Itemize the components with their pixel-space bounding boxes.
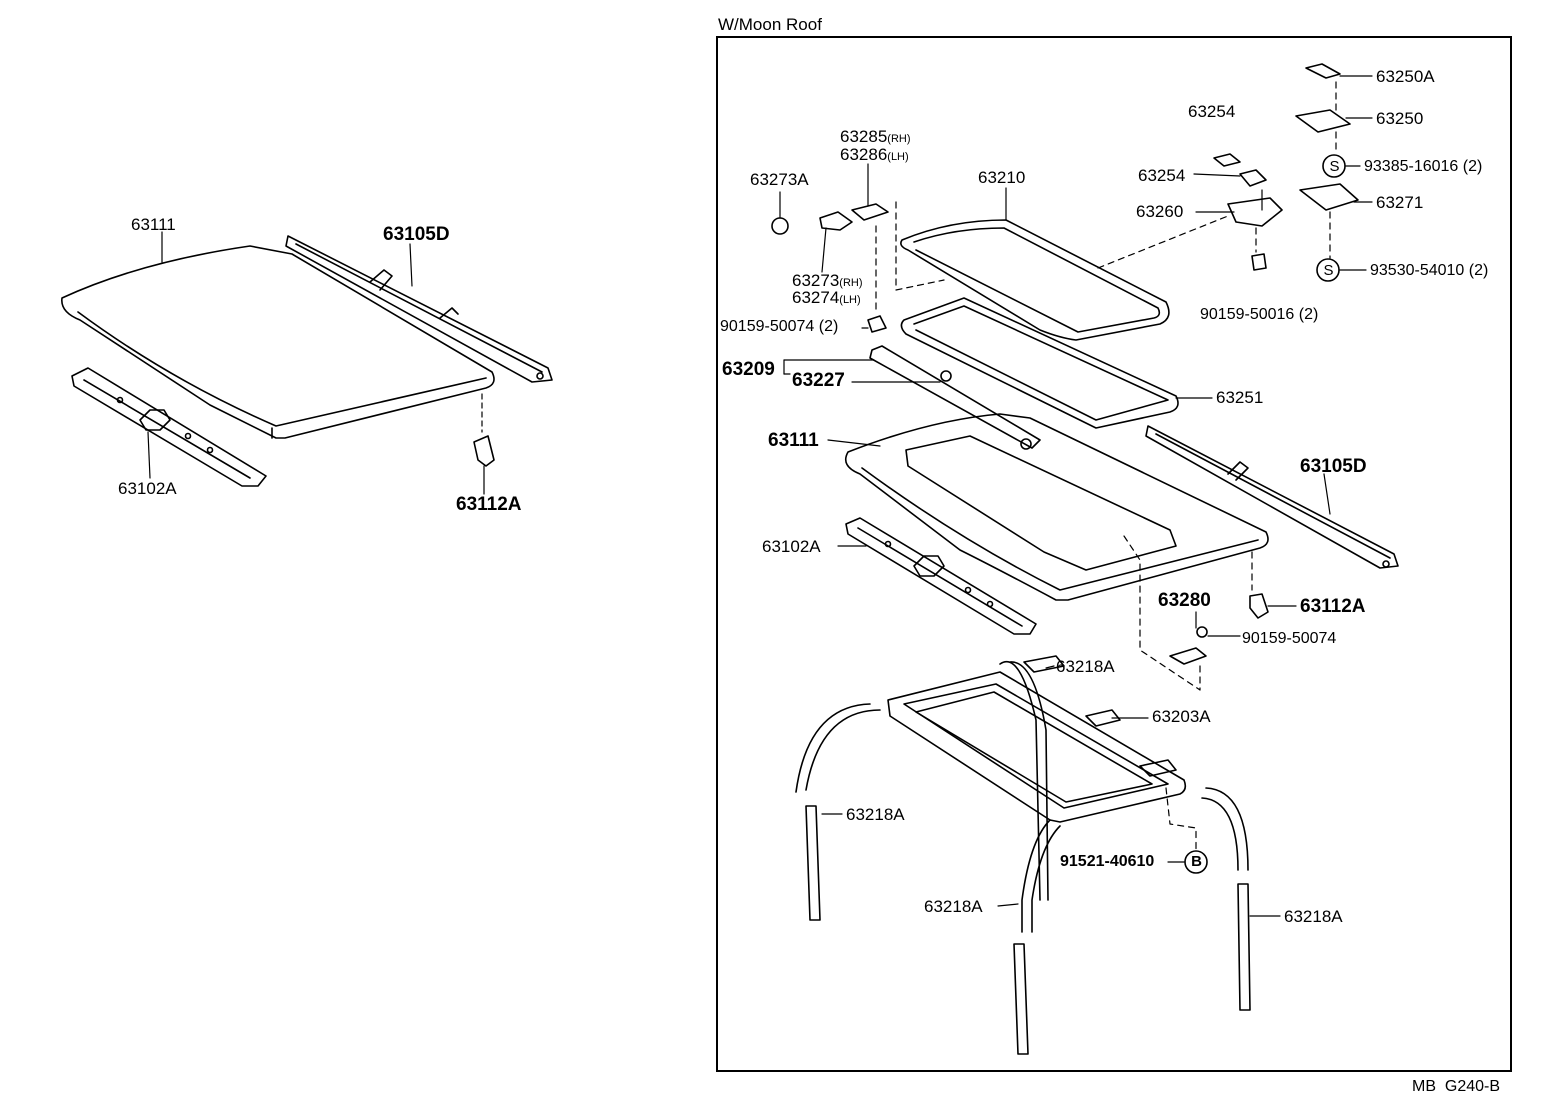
clip-63112A-left [474, 436, 494, 466]
label-63102A-right: 63102A [762, 537, 821, 556]
label-63227: 63227 [792, 370, 845, 391]
label-63254-top: 63254 [1188, 102, 1236, 121]
label-90159-50016: 90159-50016 (2) [1200, 306, 1319, 323]
leaders-left [148, 232, 484, 494]
label-63285-side: (RH) [887, 133, 911, 145]
label-90159-50074: 90159-50074 [1242, 630, 1337, 647]
symbol-s-2: S [1323, 262, 1334, 279]
label-63251: 63251 [1216, 388, 1264, 407]
label-63105D-left: 63105D [383, 224, 450, 245]
roof-rail-63105D-left [286, 236, 552, 382]
label-91521-40610: 91521-40610 [1060, 853, 1155, 870]
label-63250: 63250 [1376, 109, 1424, 128]
frame-63203A [888, 672, 1185, 822]
label-63218A-top: 63218A [1056, 657, 1115, 676]
seal-63251 [901, 298, 1178, 428]
roof-panel-63111-right [846, 414, 1268, 600]
label-63274: 63274(LH) [792, 289, 861, 309]
label-63111-left: 63111 [131, 215, 176, 234]
label-63218A-bottom: 63218A [924, 897, 983, 916]
label-90159-50074-2: 90159-50074 (2) [720, 318, 839, 335]
roof-rail-63105D-right [1146, 426, 1398, 568]
label-63254: 63254 [1138, 166, 1186, 185]
label-63286-side: (LH) [887, 151, 909, 163]
label-63105D-right: 63105D [1300, 456, 1367, 477]
label-63274-side: (LH) [839, 294, 861, 306]
label-93385-16016: 93385-16016 (2) [1364, 158, 1483, 175]
reference-code: MB G240-B [1412, 1078, 1501, 1095]
label-63271: 63271 [1376, 193, 1424, 212]
label-63273A: 63273A [750, 170, 809, 189]
section-title: W/Moon Roof [718, 15, 822, 34]
label-63285: 63285(RH) [840, 128, 911, 148]
label-63112A-left: 63112A [456, 494, 522, 515]
label-63218A-right: 63218A [1284, 907, 1343, 926]
moon-roof-frame [716, 36, 1512, 1072]
label-63111-right: 63111 [768, 430, 819, 451]
symbol-circles [1185, 155, 1345, 873]
roof-panel-63111-left [62, 246, 494, 438]
label-63274-number: 63274 [792, 288, 840, 307]
drain-hoses-63218A [796, 662, 1250, 1054]
label-63273: 63273(RH) [792, 272, 863, 292]
label-63112A-right: 63112A [1300, 596, 1366, 617]
label-63203A: 63203A [1152, 707, 1211, 726]
label-63209: 63209 [722, 359, 775, 380]
label-63285-number: 63285 [840, 127, 888, 146]
label-93530-54010: 93530-54010 (2) [1370, 262, 1489, 279]
bracket-63209 [870, 346, 1040, 449]
label-63286: 63286(LH) [840, 146, 909, 166]
label-63286-number: 63286 [840, 145, 888, 164]
label-63102A-left: 63102A [118, 479, 177, 498]
leaders-right [780, 76, 1372, 916]
label-63273-number: 63273 [792, 271, 840, 290]
label-63273-side: (RH) [839, 277, 863, 289]
symbol-s-1: S [1329, 158, 1340, 175]
guide-lines-right [876, 82, 1336, 850]
label-63218A-left: 63218A [846, 805, 905, 824]
small-hardware-right [772, 64, 1358, 776]
label-63280: 63280 [1158, 590, 1211, 611]
label-63250A: 63250A [1376, 67, 1435, 86]
label-63260: 63260 [1136, 202, 1184, 221]
roof-bow-63102A-right [846, 518, 1036, 634]
roof-bow-63102A-left [72, 368, 266, 486]
label-63210: 63210 [978, 168, 1026, 187]
symbol-b: B [1191, 853, 1202, 870]
glass-panel-63210 [901, 220, 1169, 340]
